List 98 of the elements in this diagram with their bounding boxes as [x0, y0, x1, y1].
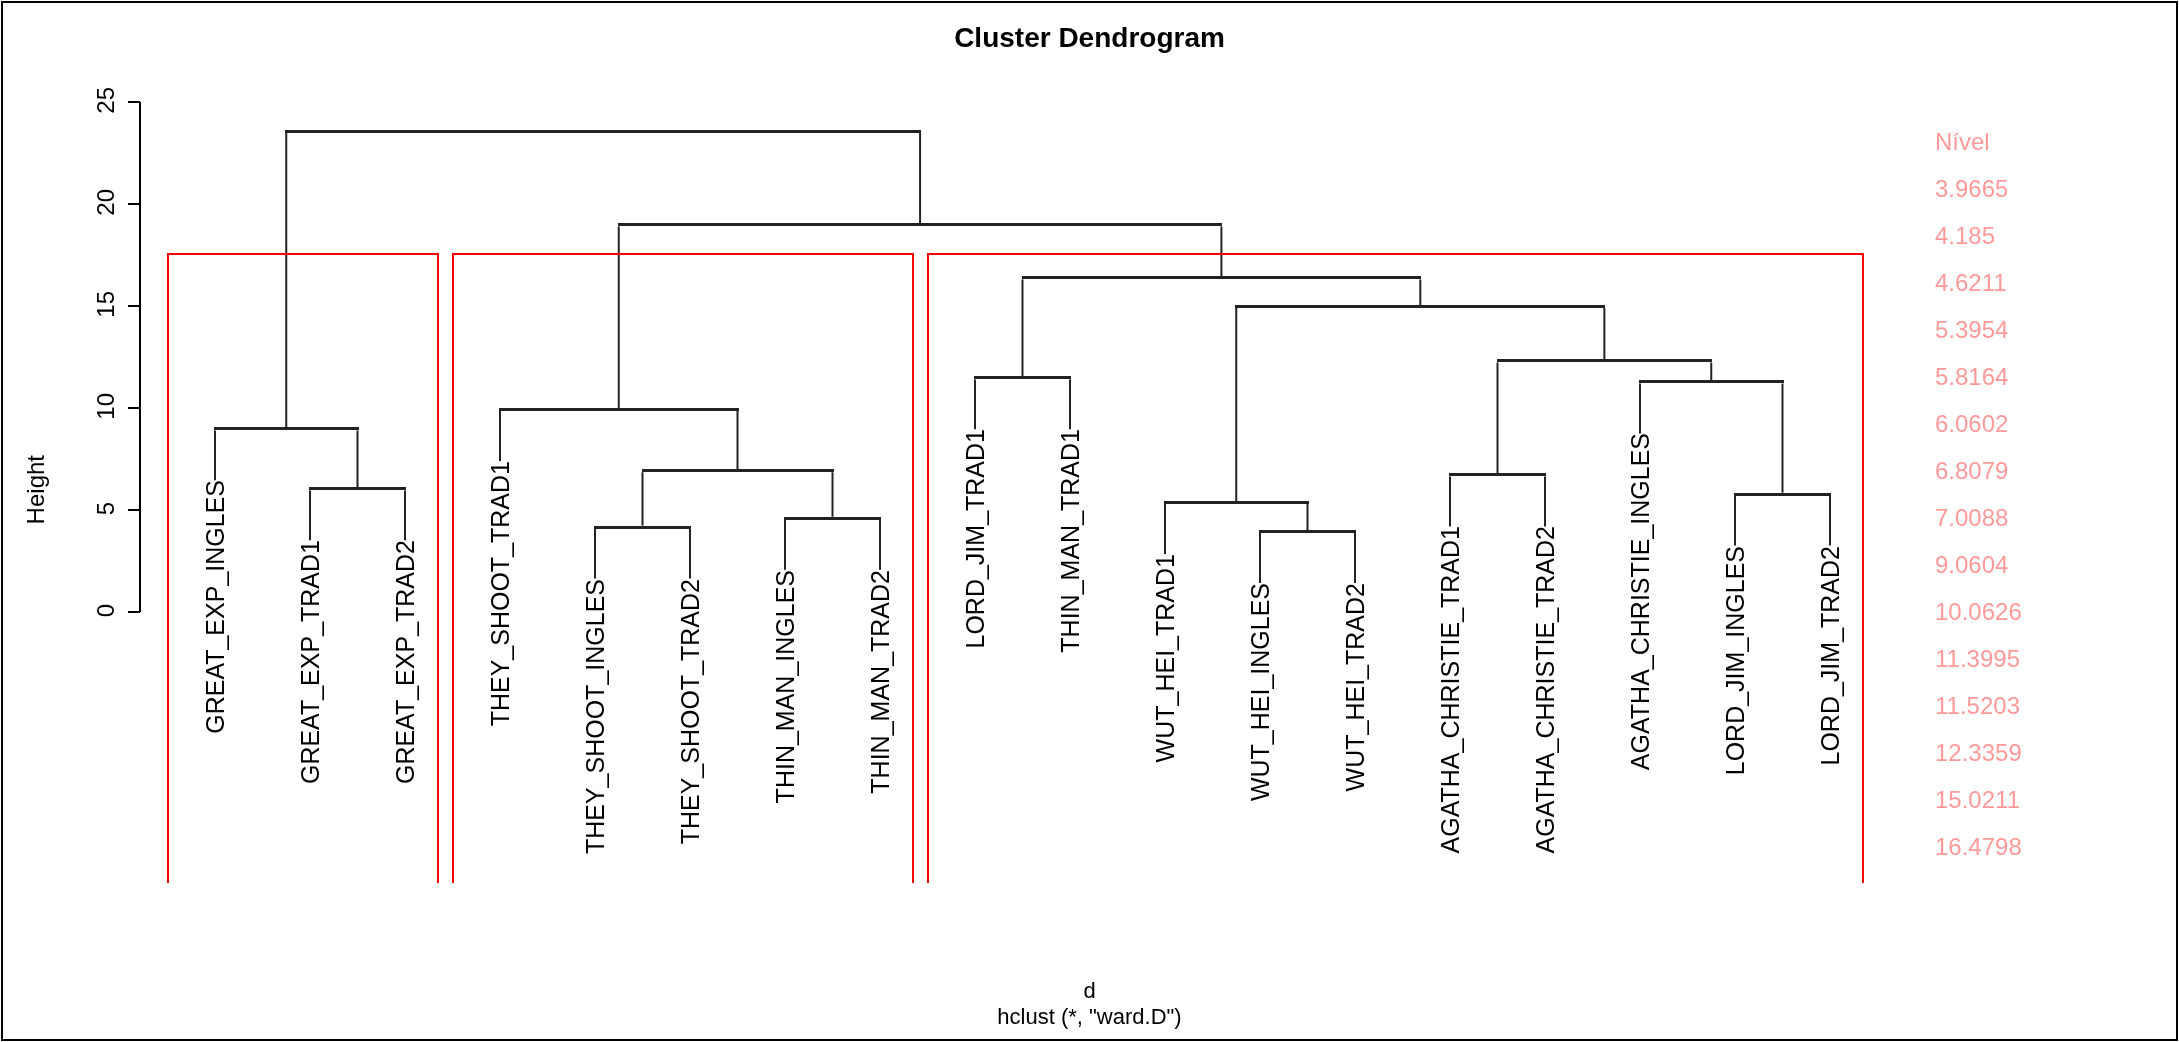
merge-bar	[641, 469, 834, 473]
level-value: 15.0211	[1935, 786, 2020, 814]
level-value: 9.0604	[1935, 551, 2009, 579]
leaf-label: LORD_JIM_TRAD2	[1817, 545, 1843, 766]
merge-bar	[784, 516, 881, 520]
leaf-label: THEY_SHOOT_INGLES	[582, 578, 608, 854]
dendrogram-line	[1829, 494, 1831, 547]
dendrogram-line	[285, 131, 288, 429]
level-value: 5.3954	[1935, 316, 2009, 344]
dendrogram-line	[1734, 494, 1736, 547]
level-value: 4.6211	[1935, 269, 2007, 297]
dendrogram-line	[617, 225, 620, 409]
leaf-label: GREAT_EXP_INGLES	[202, 480, 228, 735]
leaf-label: THIN_MAN_TRAD1	[1057, 429, 1083, 653]
dendrogram-line	[974, 378, 976, 431]
dendrogram-line	[309, 489, 311, 542]
merge-bar	[1496, 359, 1713, 363]
level-value: 12.3359	[1935, 739, 2022, 767]
level-value: 3.9665	[1935, 175, 2009, 203]
dendrogram-line	[1544, 475, 1546, 528]
level-value: Nível	[1935, 128, 1990, 156]
dendrogram-line	[214, 429, 216, 482]
leaf-label: WUT_HEI_TRAD2	[1342, 582, 1368, 792]
dendrogram-line	[1021, 278, 1024, 378]
dendrogram-line	[1164, 503, 1166, 555]
cluster-box	[452, 252, 914, 883]
chart-title: Cluster Dendrogram	[953, 22, 1226, 54]
leaf-label: WUT_HEI_INGLES	[1247, 582, 1273, 802]
dendrogram-line	[641, 471, 644, 527]
dendrogram-line	[1639, 382, 1641, 435]
dendrogram-line	[499, 410, 501, 462]
dendrogram-line	[736, 410, 739, 471]
merge-bar	[974, 376, 1071, 380]
leaf-label: THIN_MAN_INGLES	[772, 569, 798, 804]
dendrogram-line	[1235, 307, 1238, 503]
level-value: 10.0626	[1935, 598, 2022, 626]
leaf-label: AGATHA_CHRISTIE_TRAD2	[1532, 526, 1558, 854]
leaf-label: WUT_HEI_TRAD1	[1152, 553, 1178, 763]
tick-label: 20	[94, 188, 118, 216]
dendrogram-line	[1306, 503, 1309, 531]
leaf-label: THIN_MAN_TRAD2	[867, 569, 893, 794]
tick-label: 0	[94, 604, 118, 618]
dendrogram-line	[1496, 361, 1499, 475]
leaf-label: LORD_JIM_TRAD1	[962, 429, 988, 649]
level-value: 6.0602	[1935, 410, 2009, 438]
level-value: 7.0088	[1935, 504, 2009, 532]
leaf-label: THEY_SHOOT_TRAD2	[677, 578, 703, 844]
level-value: 5.8164	[1935, 363, 2009, 391]
merge-bar	[1259, 530, 1356, 533]
dendrogram-line	[1419, 278, 1422, 306]
dendrogram-line	[594, 527, 596, 580]
leaf-label: GREAT_EXP_TRAD1	[297, 540, 323, 785]
leaf-label: AGATHA_CHRISTIE_TRAD1	[1437, 526, 1463, 854]
tick-label: 10	[94, 392, 118, 420]
merge-bar	[1235, 305, 1606, 308]
dendrogram-line	[1354, 532, 1356, 584]
dendrogram-line	[689, 527, 691, 580]
level-value: 16.4798	[1935, 833, 2022, 861]
dendrogram-line	[356, 429, 359, 489]
dendrogram-line	[1259, 532, 1261, 584]
merge-bar	[1021, 276, 1422, 280]
dendrogram-line	[784, 518, 786, 571]
merge-bar	[285, 129, 922, 133]
merge-bar	[309, 487, 406, 491]
dendrogram-line	[1069, 378, 1071, 431]
dendrogram-line	[831, 471, 834, 518]
level-value: 4.185	[1935, 222, 1996, 250]
level-value: 6.8079	[1935, 457, 2009, 485]
dendrogram-line	[1710, 361, 1713, 382]
dendrogram-line	[1449, 475, 1451, 528]
level-value: 11.3995	[1935, 645, 2020, 673]
dendrogram-line	[1220, 225, 1223, 278]
merge-bar	[594, 525, 691, 529]
leaf-label: GREAT_EXP_TRAD2	[392, 540, 418, 785]
merge-bar	[1164, 501, 1309, 505]
dendrogram-line	[919, 131, 922, 225]
axis-title: d	[1083, 978, 1096, 1004]
merge-bar	[1639, 380, 1784, 384]
dendrogram-line	[1603, 307, 1606, 361]
leaf-label: LORD_JIM_INGLES	[1722, 545, 1748, 775]
leaf-label: THEY_SHOOT_TRAD1	[487, 460, 513, 727]
merge-bar	[617, 223, 1223, 227]
merge-bar	[1734, 492, 1831, 496]
axis-title: Height	[24, 455, 48, 525]
tick-label: 15	[94, 290, 118, 318]
merge-bar	[1449, 473, 1546, 477]
cluster-box	[927, 252, 1864, 883]
dendrogram-line	[1781, 382, 1784, 494]
merge-bar	[499, 408, 739, 411]
dendrogram-line	[404, 489, 406, 542]
merge-bar	[214, 427, 359, 431]
tick-label: 25	[94, 86, 118, 114]
level-value: 11.5203	[1935, 692, 2020, 720]
dendrogram-line	[879, 518, 881, 571]
tick-label: 5	[94, 502, 118, 516]
method-caption: hclust (*, "ward.D")	[997, 1004, 1182, 1030]
leaf-label: AGATHA_CHRISTIE_INGLES	[1627, 433, 1653, 771]
cluster-box	[167, 252, 439, 883]
